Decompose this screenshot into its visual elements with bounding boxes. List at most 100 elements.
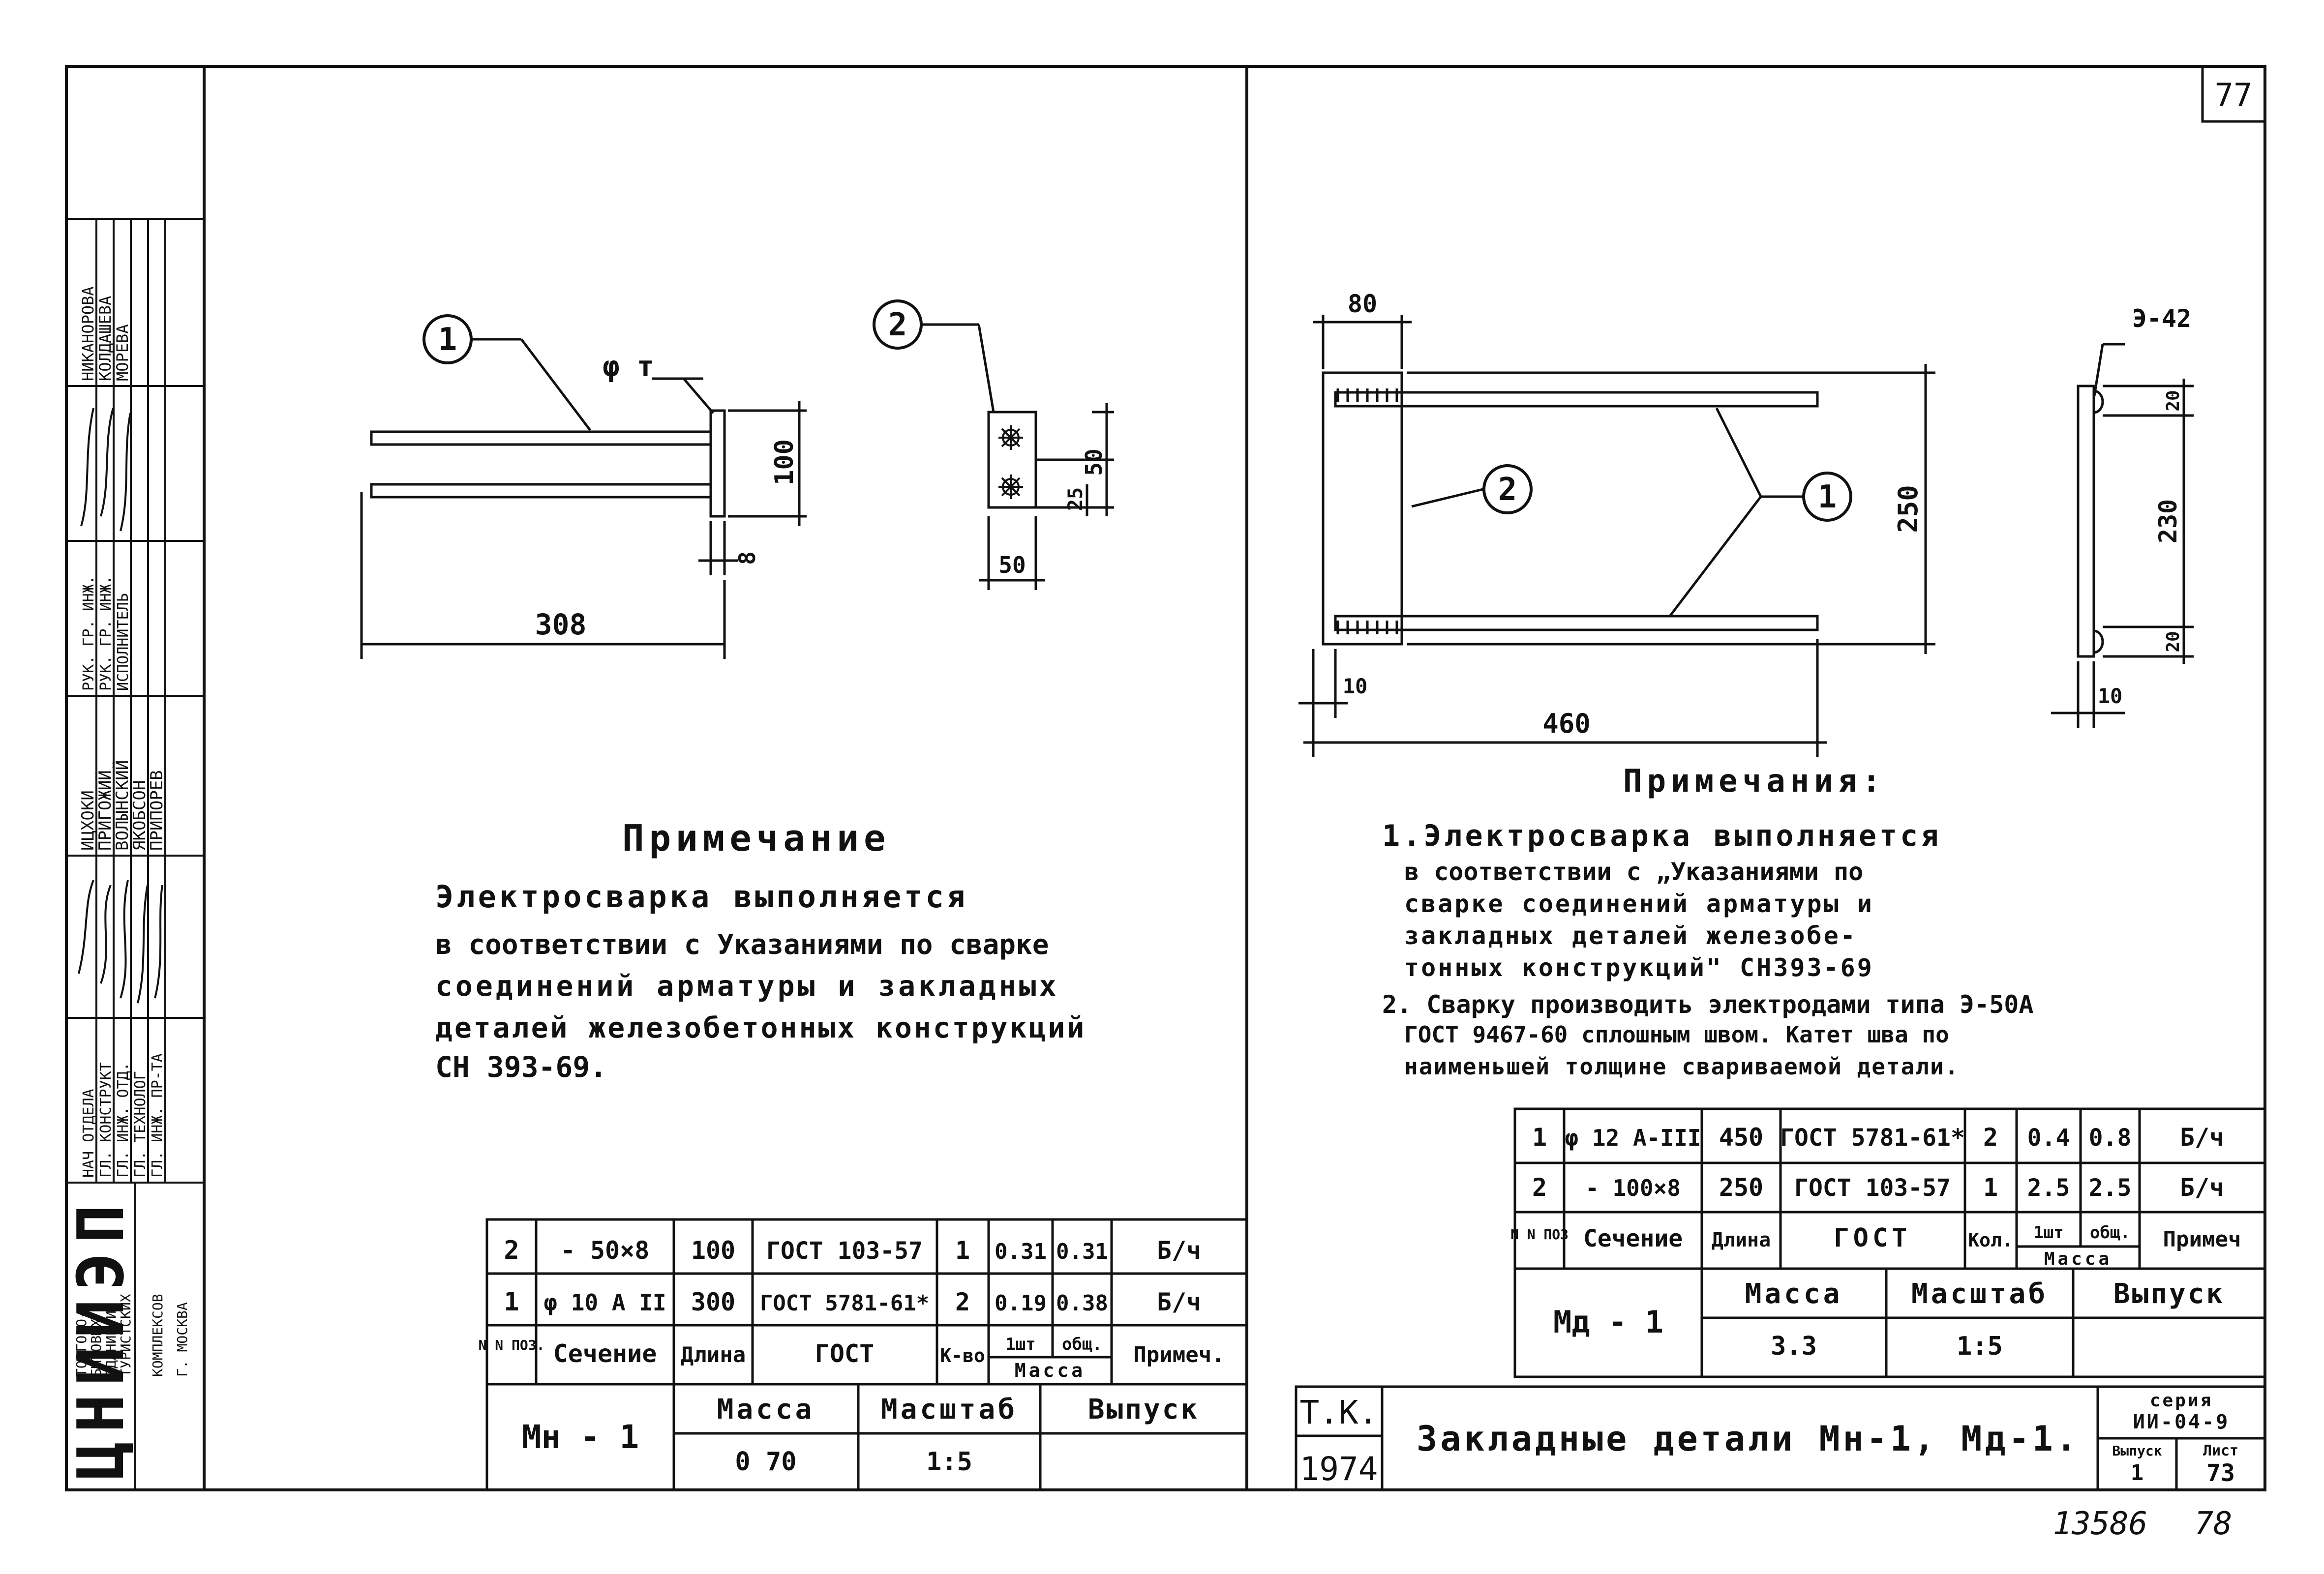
- drawing-text: Б/ч: [2180, 1173, 2224, 1202]
- drawing-text: Масштаб: [1911, 1278, 2048, 1310]
- drawing-text: ГОСТ: [1834, 1223, 1911, 1253]
- drawing-text: φ 10 А II: [543, 1289, 666, 1316]
- note-line: СН 393-69.: [435, 1050, 607, 1084]
- dim-80: 80: [1348, 290, 1377, 318]
- stamp-name: ПРИПОРЕВ: [147, 770, 167, 851]
- drawing-text: ГОСТ: [815, 1339, 874, 1368]
- note-title: Примечания:: [1623, 763, 1886, 800]
- drawing-text: 2: [504, 1236, 519, 1265]
- drawing-text: Сечение: [1583, 1225, 1683, 1252]
- drawing-text: 1: [2131, 1460, 2144, 1485]
- dim-20-top: 20: [2163, 390, 2183, 411]
- drawing-text: ГОСТ 5781-61*: [760, 1291, 929, 1316]
- drawing-text: ГОСТ 5781-61*: [1780, 1124, 1965, 1152]
- drawing-text: 1: [955, 1236, 970, 1265]
- sheet-frame: [65, 65, 2266, 1491]
- org-block-line: ЗДАНИЙ И: [102, 1310, 119, 1377]
- drawing-text: Длина: [1712, 1229, 1771, 1251]
- stamp-name: МОРЕВА: [113, 324, 132, 381]
- weld-points-left: [998, 425, 1023, 499]
- dim-250: 250: [1893, 485, 1924, 533]
- stamp-name: КОЛДАШЕВА: [96, 296, 115, 381]
- stamp-position: ГЛ. ТЕХНОЛОГ: [132, 1071, 149, 1178]
- drawing-text: 0.38: [1056, 1291, 1108, 1316]
- left-part-drawing: [360, 323, 1114, 659]
- drawing-text: 1: [1532, 1123, 1547, 1152]
- drawing-text: 100: [691, 1236, 735, 1265]
- drawing-text: Масса: [1745, 1278, 1843, 1310]
- drawing-text: 0.31: [995, 1239, 1047, 1264]
- drawing-text: - 50×8: [561, 1236, 650, 1265]
- drawing-text: общ.: [2090, 1223, 2130, 1243]
- drawing-text: 2: [888, 307, 907, 343]
- org-block-line: Г. МОСКВА: [174, 1302, 190, 1377]
- note-line: в соответствии с Указаниями по сварке: [435, 929, 1049, 961]
- drawing-text: Масса: [717, 1394, 815, 1426]
- note-line: соединений арматуры и закладных: [435, 969, 1059, 1003]
- drawing-text: Лист: [2203, 1442, 2238, 1459]
- org-block-line: КОМПЛЕКСОВ: [150, 1294, 166, 1377]
- note-line: закладных деталей железобе-: [1404, 921, 1857, 950]
- stamp-name: НИКАНОРОВА: [79, 286, 97, 381]
- side-stamp: ЦНИИЭП ТОРГОВО- БЫТОВЫХ ЗДАНИЙ И ТУРИСТС…: [63, 218, 204, 1490]
- dim-10-side: 10: [2098, 684, 2123, 708]
- signatures-block-1: [78, 880, 163, 1004]
- drawing-text: Б/ч: [1157, 1236, 1201, 1265]
- drawing-text: N N ПОЗ.: [479, 1337, 545, 1353]
- stamp-name: ВОЛЫНСКИЙ: [112, 760, 132, 851]
- drawing-text: 250: [1719, 1173, 1763, 1202]
- drawing-text: Примеч: [2163, 1227, 2241, 1252]
- stamp-role: РУК. ГР. ИНЖ.: [97, 575, 115, 691]
- page-number: 77: [2214, 77, 2252, 114]
- org-block-line: ТУРИСТСКИХ: [118, 1294, 134, 1377]
- page-number-box: 77: [2201, 65, 2266, 123]
- dim-308: 308: [535, 608, 587, 641]
- drawing-text: 2: [1532, 1173, 1547, 1202]
- drawing-text: Выпуск: [2113, 1278, 2225, 1310]
- drawing-text: Сечение: [553, 1339, 657, 1368]
- note-line: 1.Электросварка выполняется: [1382, 819, 1941, 853]
- callout-2-left: 2: [873, 299, 923, 350]
- drawing-text: Масштаб: [881, 1394, 1018, 1426]
- drawing-text: Кол.: [1968, 1229, 2013, 1251]
- part-mark-left: Мн - 1: [522, 1418, 639, 1456]
- note-line: ГОСТ 9467-60 сплошным швом. Катет шва по: [1404, 1021, 1949, 1048]
- drawing-text: Примеч.: [1133, 1342, 1224, 1367]
- drawing-text: 1:5: [926, 1447, 972, 1477]
- dim-100: 100: [770, 439, 799, 485]
- note-title: Примечание: [622, 817, 891, 860]
- drawing-text: общ.: [1062, 1335, 1102, 1354]
- drawing-text: Б/ч: [1157, 1288, 1201, 1316]
- drawing-text: 300: [691, 1288, 735, 1316]
- drawing-text: Масса: [1015, 1360, 1086, 1381]
- drawing-text: - 100×8: [1585, 1175, 1681, 1201]
- stamp-position: НАЧ ОТДЕЛА: [80, 1089, 97, 1178]
- right-note: Примечания: 1.Электросварка выполняется …: [1382, 763, 2034, 1080]
- stamp-role: ИСПОЛНИТЕЛЬ: [115, 593, 132, 691]
- drawing-text: Масса: [2044, 1249, 2112, 1269]
- signatures-block-2: [80, 408, 131, 532]
- drawing-text: 1шт: [2033, 1223, 2063, 1243]
- drawing-text: 0.31: [1056, 1239, 1108, 1264]
- dim-10: 10: [1343, 674, 1368, 698]
- drawing-text: серия: [2150, 1391, 2213, 1411]
- right-part-drawing: [1298, 315, 2194, 757]
- drawing-text: 0.19: [995, 1291, 1047, 1316]
- note-line: сварке соединений арматуры и: [1404, 890, 1874, 918]
- drawing-text: 0 70: [735, 1447, 796, 1477]
- callout-2-right: 2: [1482, 464, 1533, 514]
- drawing-text: Б/ч: [2180, 1123, 2224, 1152]
- drawing-text: 2: [1498, 472, 1517, 508]
- org-block-line: БЫТОВЫХ: [88, 1319, 104, 1377]
- left-spec-table: 2 - 50×8 100 ГОСТ 103-57 1 0.31 0.31 Б/ч…: [479, 1218, 1248, 1491]
- drawing-text: 2.5: [2027, 1174, 2070, 1202]
- callout-1-right: 1: [1802, 472, 1852, 522]
- drawing-text: ГОСТ 103-57: [766, 1237, 923, 1265]
- drawing-text: N N ПОЗ: [1510, 1226, 1569, 1243]
- drawing-text: Длина: [681, 1342, 746, 1367]
- org-block-line: ТОРГОВО-: [73, 1310, 90, 1377]
- stamp-name: ЯКОБСОН: [130, 780, 150, 851]
- drawing-text: 0.8: [2089, 1124, 2132, 1152]
- note-line: деталей железобетонных конструкций: [435, 1011, 1086, 1044]
